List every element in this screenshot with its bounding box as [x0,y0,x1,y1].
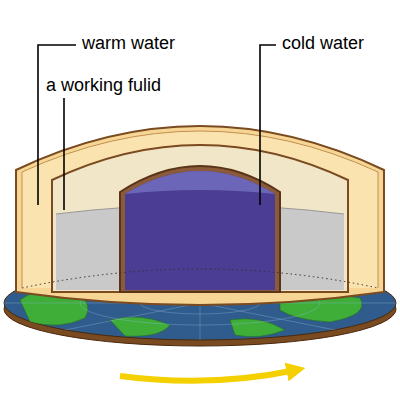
part-label: warm water [82,34,175,54]
part-label: cold water [282,34,364,54]
leader-lines [38,45,276,210]
tank-cutaway [16,126,384,305]
rotation-arrow [120,370,296,381]
part-label: a working fulid [46,76,161,96]
